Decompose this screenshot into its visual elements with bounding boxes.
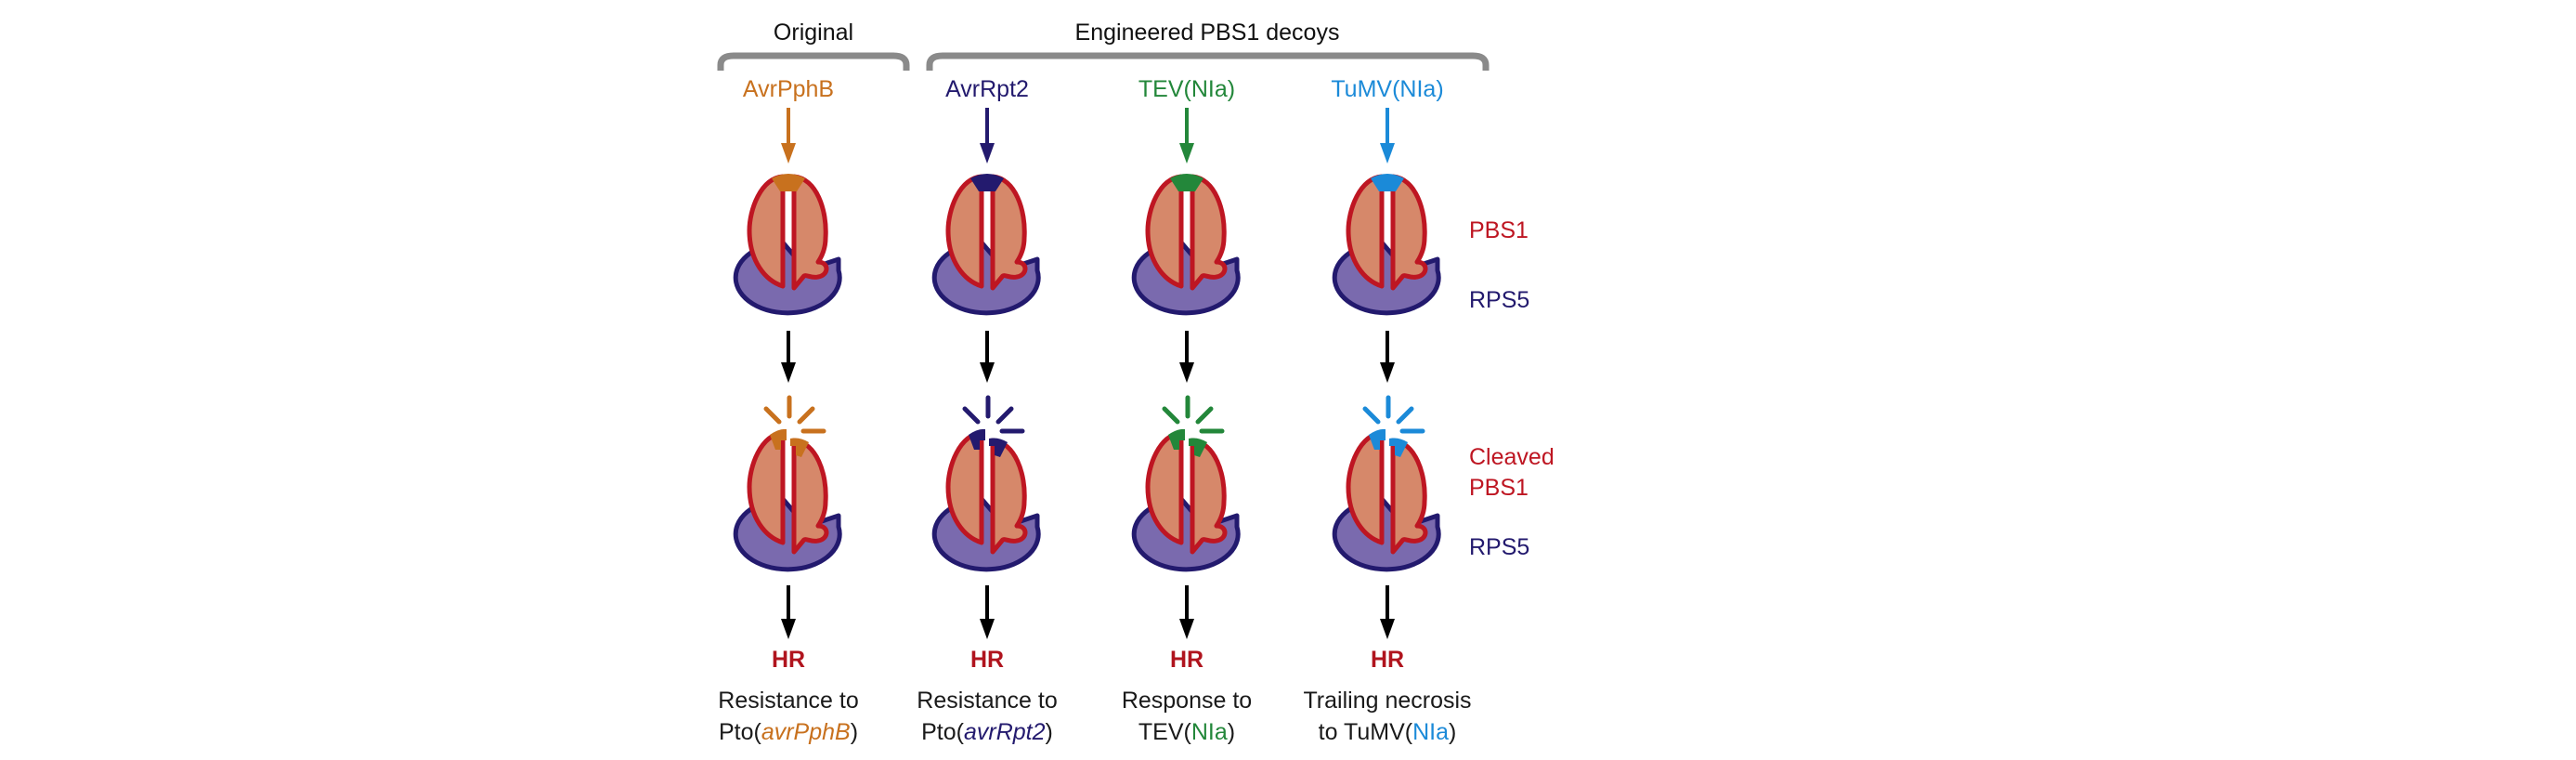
header-engineered: Engineered PBS1 decoys <box>1075 20 1340 46</box>
outcome-pathogen: avrPphB <box>761 719 851 745</box>
effector-arrow-icon <box>980 108 995 164</box>
outcome-pathogen: NIa <box>1191 719 1228 745</box>
cleavage-site <box>969 428 1008 457</box>
pbs1-shape <box>1346 430 1428 555</box>
outcome-pathogen: avrRpt2 <box>964 719 1046 745</box>
label-rps5-bottom: RPS5 <box>1469 534 1529 560</box>
cleaved-complex <box>733 395 842 572</box>
down-arrow-icon <box>980 331 995 383</box>
effector-arrow-icon <box>1179 108 1194 164</box>
cleaved-complex <box>931 395 1041 572</box>
cleavage-site <box>772 174 805 191</box>
outcome-line2: Pto(avrRpt2) <box>921 719 1053 745</box>
down-arrow-icon <box>980 585 995 639</box>
label-cleaved-pbs1: PBS1 <box>1469 475 1529 501</box>
header-original: Original <box>774 20 853 46</box>
cleavage-burst-icon <box>1162 395 1225 434</box>
outcome-prefix: Pto( <box>719 719 762 745</box>
outcome-prefix: TEV( <box>1138 719 1192 745</box>
outcome-line1: Resistance to <box>718 688 858 714</box>
effector-label: AvrRpt2 <box>945 76 1029 102</box>
label-pbs1: PBS1 <box>1469 217 1529 243</box>
cleaved-complex <box>1131 395 1241 572</box>
effector-label: TuMV(NIa) <box>1331 76 1443 102</box>
intact-complex <box>931 174 1041 316</box>
pbs1-shape <box>747 174 829 291</box>
effector-label: TEV(NIa) <box>1138 76 1235 102</box>
cleavage-site <box>1371 174 1404 191</box>
down-arrow-icon <box>1380 331 1395 383</box>
outcome-line1: Resistance to <box>917 688 1057 714</box>
cleaved-complex <box>1332 395 1441 572</box>
column-3: TEV(NIa) HR Response to TEV(NIa) <box>1122 76 1252 745</box>
intact-complex <box>1332 174 1441 316</box>
down-arrow-icon <box>781 331 796 383</box>
cleavage-site <box>970 174 1004 191</box>
hr-label: HR <box>1170 647 1203 673</box>
column-1: AvrPphB HR Resistance to Pto(avrPphB) <box>718 76 858 745</box>
intact-complex <box>1131 174 1241 316</box>
pbs1-shape <box>1145 430 1228 555</box>
outcome-pathogen: NIa <box>1412 719 1449 745</box>
hr-label: HR <box>970 647 1004 673</box>
cleavage-burst-icon <box>1362 395 1425 434</box>
label-cleaved: Cleaved <box>1469 444 1555 470</box>
cleavage-site <box>1168 428 1207 457</box>
outcome-line2: TEV(NIa) <box>1138 719 1235 745</box>
hr-label: HR <box>772 647 805 673</box>
outcome-suffix: ) <box>1228 719 1235 745</box>
outcome-line2: to TuMV(NIa) <box>1319 719 1457 745</box>
outcome-prefix: Pto( <box>921 719 965 745</box>
effector-arrow-icon <box>781 108 796 164</box>
outcome-suffix: ) <box>1046 719 1053 745</box>
effector-label: AvrPphB <box>743 76 834 102</box>
outcome-prefix: to TuMV( <box>1319 719 1413 745</box>
pbs1-shape <box>1346 174 1428 291</box>
hr-label: HR <box>1371 647 1404 673</box>
down-arrow-icon <box>1179 585 1194 639</box>
pbs1-shape <box>1145 174 1228 291</box>
cleavage-site <box>770 428 809 457</box>
bracket-original <box>717 52 910 71</box>
cleavage-burst-icon <box>962 395 1025 434</box>
column-4: TuMV(NIa) HR Trailing necrosis to TuMV(NIa) <box>1303 76 1471 745</box>
cleavage-site <box>1170 174 1203 191</box>
outcome-line1: Trailing necrosis <box>1303 688 1471 714</box>
down-arrow-icon <box>1380 585 1395 639</box>
intact-complex <box>733 174 842 316</box>
down-arrow-icon <box>1179 331 1194 383</box>
outcome-line1: Response to <box>1122 688 1252 714</box>
outcome-suffix: ) <box>1449 719 1456 745</box>
effector-arrow-icon <box>1380 108 1395 164</box>
pbs1-shape <box>945 430 1028 555</box>
cleavage-burst-icon <box>763 395 826 434</box>
outcome-line2: Pto(avrPphB) <box>719 719 858 745</box>
bracket-engineered <box>926 52 1490 71</box>
pbs1-shape <box>747 430 829 555</box>
down-arrow-icon <box>781 585 796 639</box>
outcome-suffix: ) <box>851 719 858 745</box>
label-rps5-top: RPS5 <box>1469 287 1529 313</box>
cleavage-site <box>1369 428 1408 457</box>
pbs1-shape <box>945 174 1028 291</box>
